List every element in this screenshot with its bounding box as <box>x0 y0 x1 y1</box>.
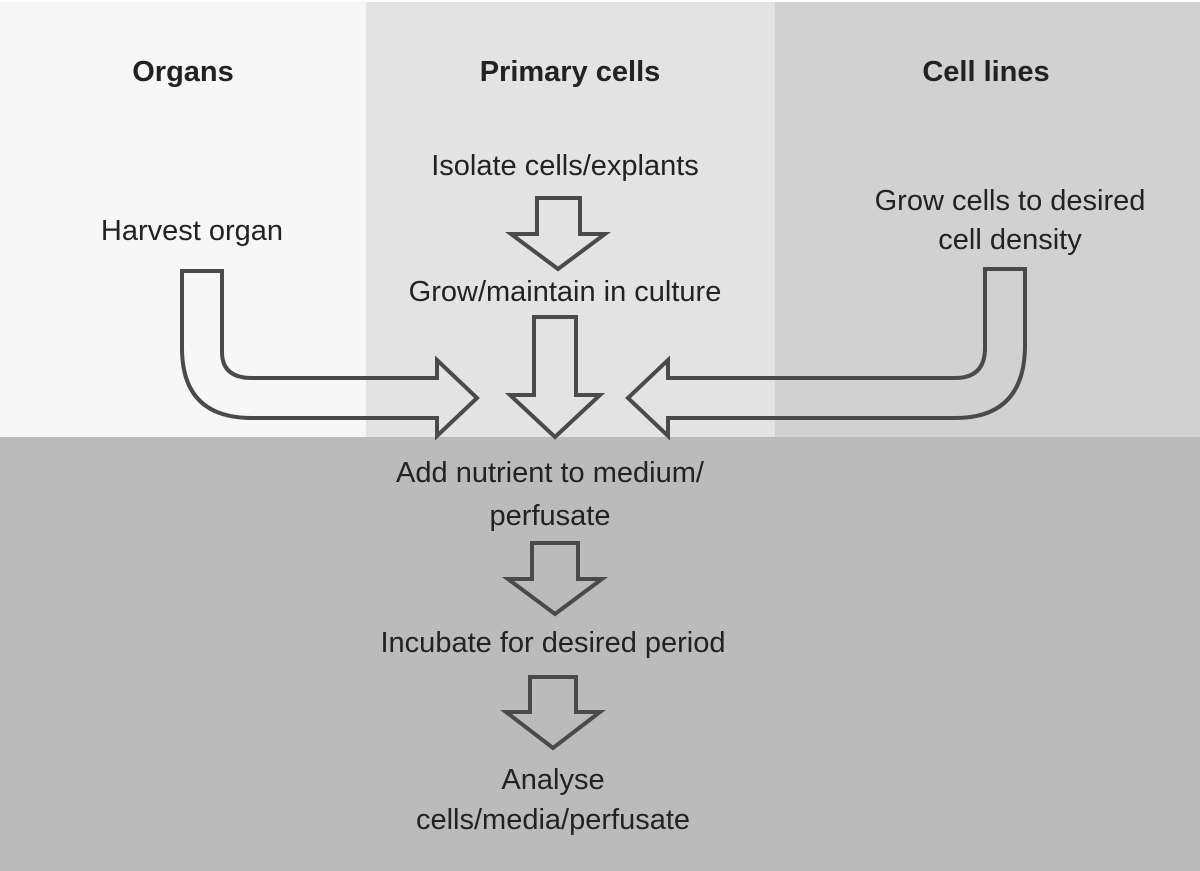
organs-heading: Organs <box>132 56 234 88</box>
analyse-step-line2: cells/media/perfusate <box>415 804 691 836</box>
analyse-step-line1: Analyse <box>501 764 605 796</box>
down-arrow-icon <box>504 315 606 440</box>
add-nutrient-step-line2: perfusate <box>489 500 611 532</box>
down-arrow-icon <box>504 196 612 272</box>
grow-cells-step-line1: Grow cells to desired <box>874 185 1146 217</box>
bent-right-arrow-icon <box>180 269 480 441</box>
add-nutrient-step-line1: Add nutrient to medium/ <box>396 457 704 489</box>
cell-lines-column <box>775 2 1200 437</box>
isolate-cells-step: Isolate cells/explants <box>431 150 699 182</box>
grow-maintain-step: Grow/maintain in culture <box>408 276 722 308</box>
primary-cells-column <box>366 2 775 437</box>
incubate-step: Incubate for desired period <box>380 627 726 659</box>
primary-cells-heading: Primary cells <box>479 56 661 88</box>
bent-left-arrow-icon <box>625 267 1027 441</box>
shared-steps-band <box>0 437 1200 871</box>
cell-lines-heading: Cell lines <box>922 56 1050 88</box>
grow-cells-step-line2: cell density <box>938 224 1082 256</box>
harvest-organ-step: Harvest organ <box>100 215 284 247</box>
down-arrow-icon <box>500 675 606 751</box>
down-arrow-icon <box>501 541 609 617</box>
